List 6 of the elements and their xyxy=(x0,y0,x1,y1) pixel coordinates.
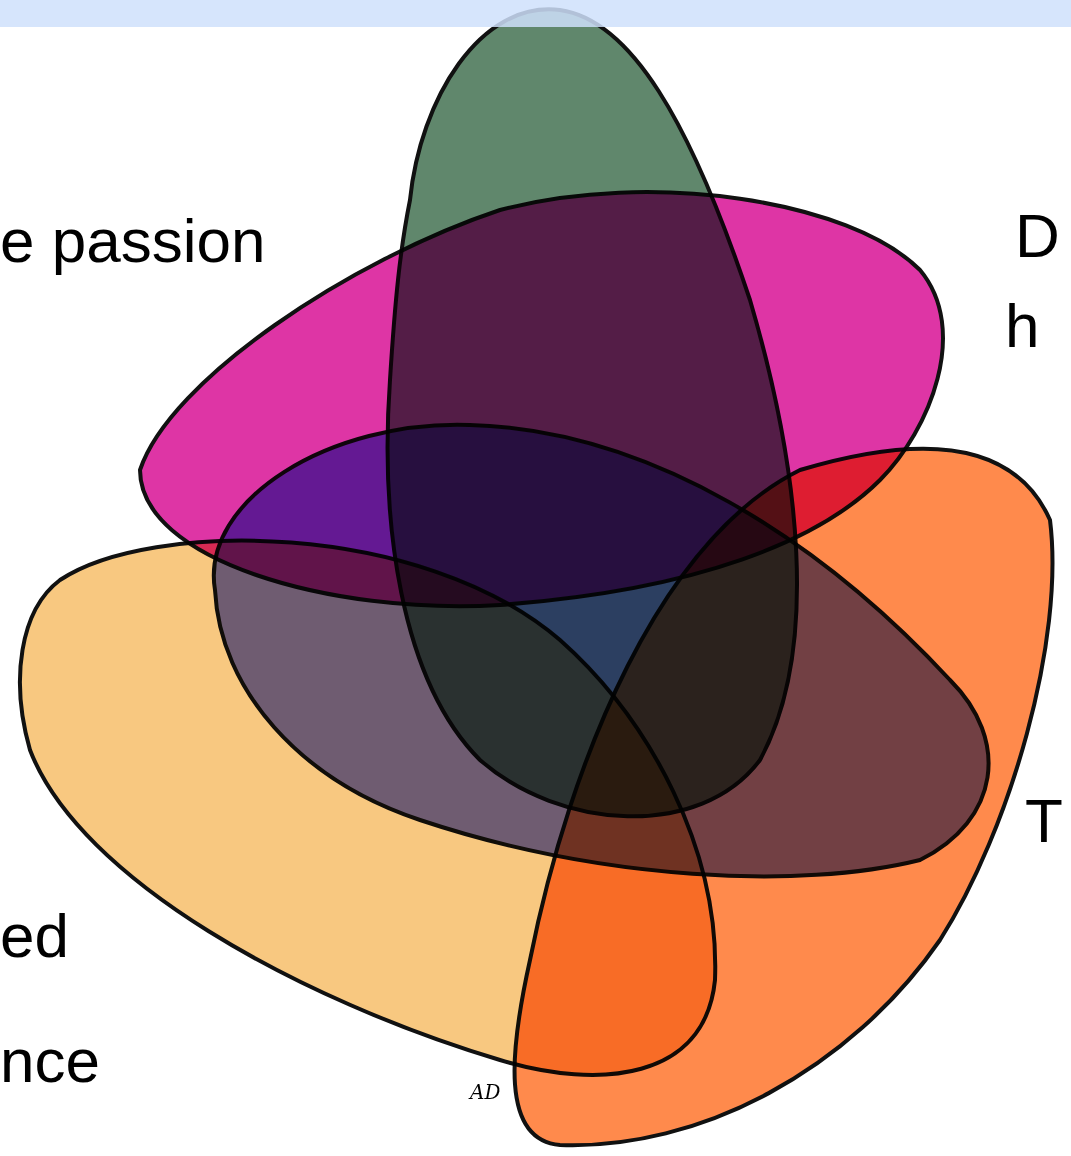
label-text: D xyxy=(1015,205,1060,267)
label-text: h xyxy=(1005,295,1040,357)
label-text: T xyxy=(1025,790,1063,852)
label-text: nce xyxy=(0,1030,100,1092)
label-text: ed xyxy=(0,905,69,967)
signature-text: AD xyxy=(470,1082,501,1102)
